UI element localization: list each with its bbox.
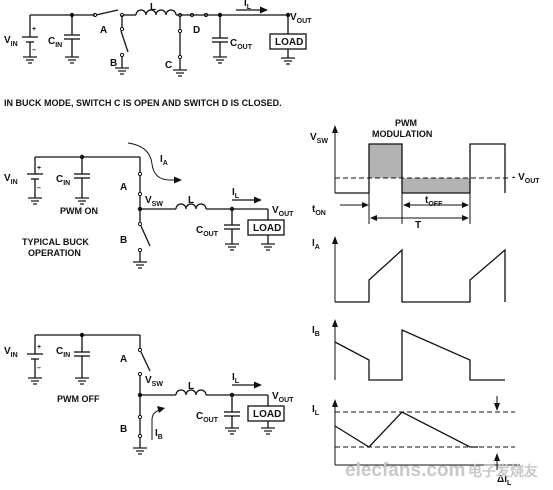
pwm-on-circuit: + – VIN CIN IA A VSW B	[4, 142, 294, 269]
off-cout-label: COUT	[196, 411, 219, 424]
ton-label: tON	[312, 204, 326, 217]
off-node-a: A	[120, 354, 127, 365]
on-node-a: A	[120, 182, 127, 193]
watermark-cjk: 电子发烧友	[468, 463, 538, 479]
top-node-c: C	[165, 60, 172, 71]
pwm-off-label: PWM OFF	[57, 394, 100, 404]
on-cout-label: COUT	[196, 225, 219, 238]
typical-buck-caption-2: OPERATION	[28, 248, 81, 258]
ground-icon	[133, 261, 147, 269]
inductor-icon	[135, 9, 177, 16]
ground-icon	[225, 243, 239, 251]
pwm-title-2: MODULATION	[372, 129, 432, 139]
ground-icon	[75, 197, 89, 205]
top-cout-label: COUT	[230, 38, 253, 51]
top-il-label: IL	[244, 0, 252, 11]
on-node-b: B	[120, 235, 127, 246]
off-vout-label: VOUT	[272, 391, 294, 404]
delta-il-label: ΔIL	[497, 474, 512, 487]
off-load-box	[247, 405, 285, 422]
off-vsw-label: VSW	[145, 375, 163, 388]
top-load-label: LOAD	[275, 37, 303, 48]
watermark: elecfans.com 电子发烧友	[345, 460, 538, 481]
ground-icon	[75, 377, 89, 385]
vin-minus: –	[37, 365, 41, 372]
on-ia-label: IA	[160, 154, 168, 167]
off-vin-label: VIN	[4, 346, 18, 359]
ground-icon	[115, 67, 129, 75]
top-circuit: + – VIN CIN A B L	[4, 0, 312, 77]
waveforms: PWM MODULATION VSW - VOUT tON tOFF T IA …	[310, 118, 540, 487]
inductor-icon	[175, 203, 207, 210]
pwm-off-circuit: + – VIN CIN A VSW B IB	[4, 332, 294, 455]
top-inductor-label: L	[150, 2, 156, 13]
vin-plus: +	[32, 26, 36, 33]
off-load-label: LOAD	[253, 409, 281, 420]
pwm-on-label: PWM ON	[60, 206, 98, 216]
ground-icon	[281, 57, 295, 65]
ground-icon	[213, 56, 227, 64]
off-cin-label: CIN	[56, 346, 70, 359]
on-cin-label: CIN	[56, 174, 70, 187]
on-vin-label: VIN	[4, 173, 18, 186]
period-label: T	[415, 220, 421, 231]
pwm-title-1: PWM	[395, 118, 417, 128]
typical-buck-caption-1: TYPICAL BUCK	[22, 237, 89, 247]
on-vsw-label: VSW	[145, 195, 163, 208]
off-ib-label: IB	[155, 428, 163, 441]
off-il-label: IL	[232, 372, 240, 385]
ground-icon	[28, 377, 42, 385]
top-node-b: B	[110, 58, 117, 69]
il-axis-label: IL	[312, 404, 320, 417]
top-vin-label: VIN	[4, 35, 18, 48]
ground-icon	[261, 427, 275, 435]
off-inductor-label: L	[188, 381, 194, 392]
ground-icon	[261, 243, 275, 251]
watermark-latin: elecfans.com	[345, 460, 465, 481]
ground-icon	[28, 197, 42, 205]
vin-minus: –	[32, 47, 36, 54]
top-node-d: D	[193, 25, 200, 36]
ground-icon	[133, 447, 147, 455]
off-shade	[402, 178, 470, 193]
vin-minus: –	[37, 185, 41, 192]
toff-label: tOFF	[425, 195, 443, 208]
vin-plus: +	[37, 165, 41, 172]
buck-mode-note: IN BUCK MODE, SWITCH C IS OPEN AND SWITC…	[4, 98, 282, 108]
on-shade	[369, 144, 402, 178]
vout-ref-label: - VOUT	[512, 172, 540, 185]
top-node-a: A	[100, 25, 107, 36]
ground-icon	[65, 56, 79, 64]
on-vout-label: VOUT	[272, 205, 294, 218]
ground-icon	[225, 427, 239, 435]
on-load-label: LOAD	[253, 223, 281, 234]
top-cin-label: CIN	[48, 36, 62, 49]
on-il-label: IL	[232, 187, 240, 200]
top-vout-label: VOUT	[290, 12, 312, 25]
inductor-icon	[175, 389, 207, 396]
ia-axis-label: IA	[312, 238, 320, 251]
on-inductor-label: L	[188, 195, 194, 206]
on-load-box	[247, 219, 285, 236]
ground-icon	[173, 69, 187, 77]
ib-axis-label: IB	[312, 325, 320, 338]
vsw-axis-label: VSW	[310, 132, 328, 145]
off-node-b: B	[120, 424, 127, 435]
ground-icon	[23, 56, 37, 64]
vin-plus: +	[37, 344, 41, 351]
